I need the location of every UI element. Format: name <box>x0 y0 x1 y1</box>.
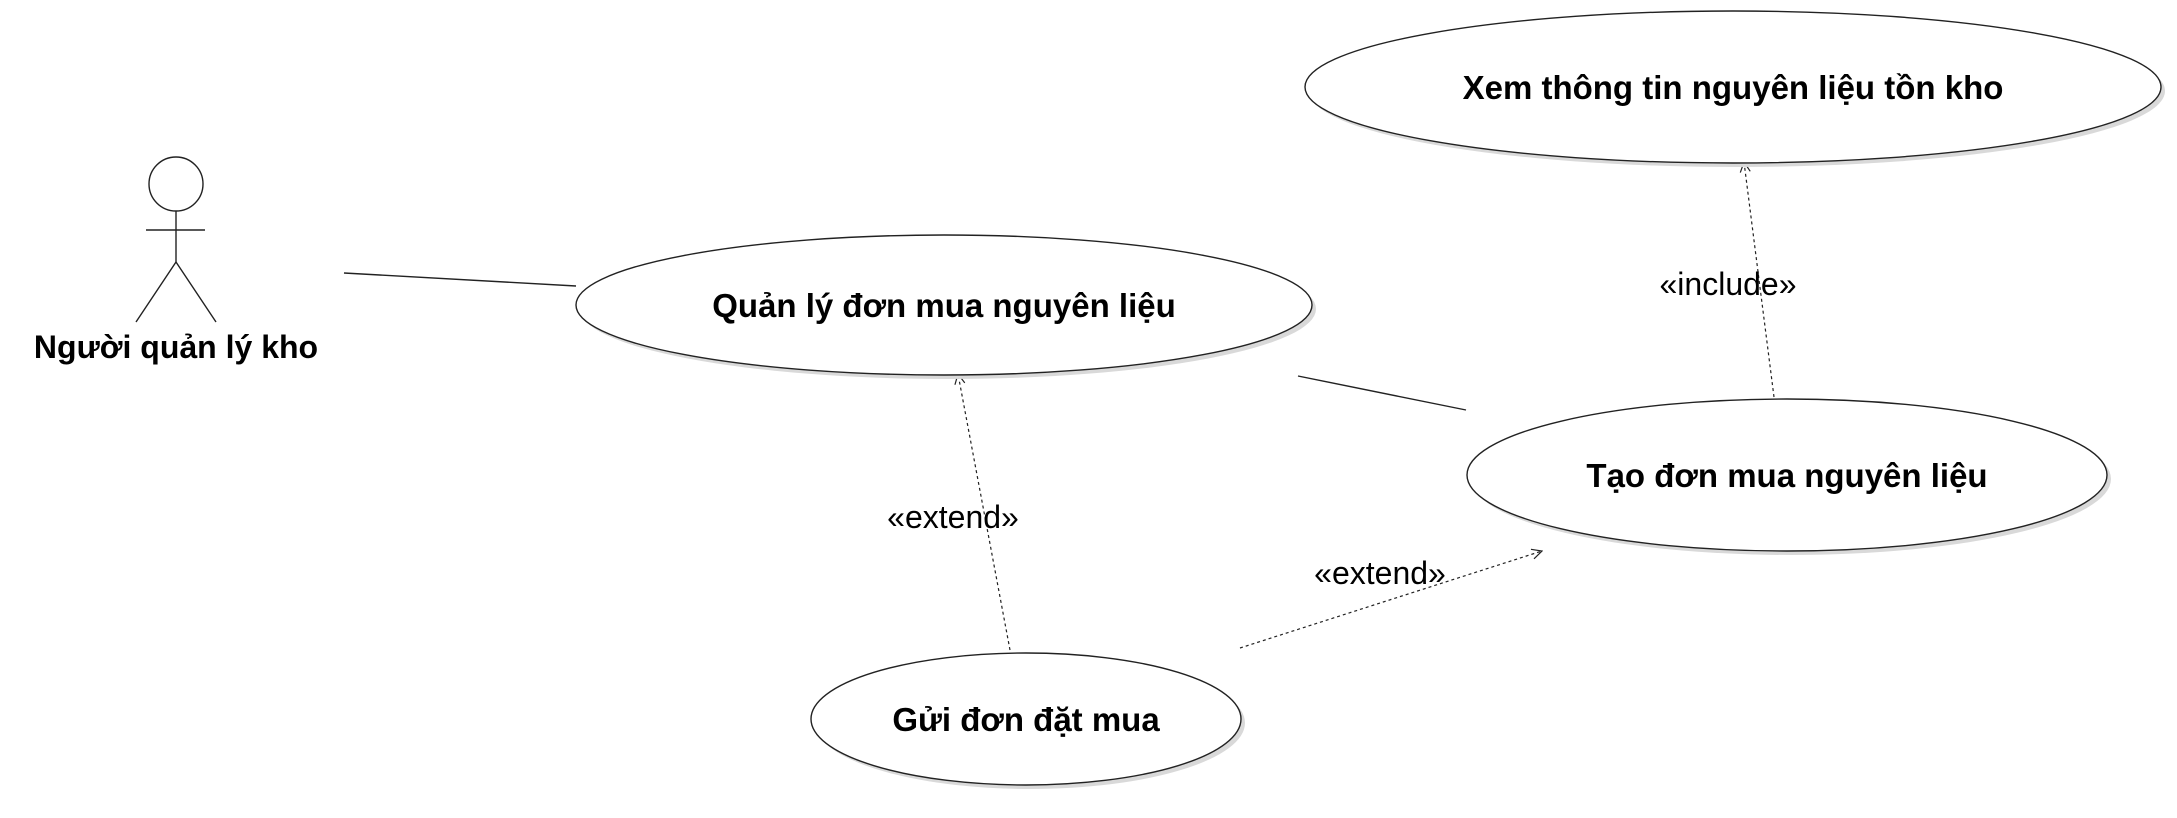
use-case-send-order-ellipse <box>810 652 1242 786</box>
actor-warehouse-manager[interactable]: Người quản lý kho <box>34 156 318 365</box>
stereotype-extend-send-create: «extend» <box>1314 555 1446 591</box>
dependency-extend-send-to-manage <box>958 374 1011 651</box>
use-case-view-stock[interactable]: Xem thông tin nguyên liệu tồn kho <box>1304 10 2165 167</box>
use-case-create-order-label: Tạo đơn mua nguyên liệu <box>1586 457 1987 494</box>
use-case-manage-orders[interactable]: Quản lý đơn mua nguyên liệu <box>575 234 1316 379</box>
use-case-send-order[interactable]: Gửi đơn đặt mua <box>810 652 1245 789</box>
actor-left-leg <box>135 261 177 323</box>
use-case-create-order[interactable]: Tạo đơn mua nguyên liệu <box>1466 398 2111 555</box>
use-case-manage-orders-label: Quản lý đơn mua nguyên liệu <box>712 287 1176 324</box>
association-actor-manage <box>343 272 577 287</box>
use-case-manage-orders-ellipse <box>575 234 1313 376</box>
actor-head <box>148 156 204 212</box>
use-case-view-stock-ellipse <box>1304 10 2162 164</box>
actor-label: Người quản lý kho <box>34 329 318 365</box>
dependency-extend-send-to-create <box>1239 551 1542 649</box>
use-case-create-order-ellipse <box>1466 398 2108 552</box>
association-manage-create <box>1297 375 1467 411</box>
use-case-send-order-label: Gửi đơn đặt mua <box>892 701 1160 738</box>
actor-right-leg <box>175 261 217 323</box>
use-case-view-stock-label: Xem thông tin nguyên liệu tồn kho <box>1463 69 2004 106</box>
stereotype-include-create-view: «include» <box>1660 266 1797 302</box>
stereotype-extend-send-manage: «extend» <box>887 499 1019 535</box>
